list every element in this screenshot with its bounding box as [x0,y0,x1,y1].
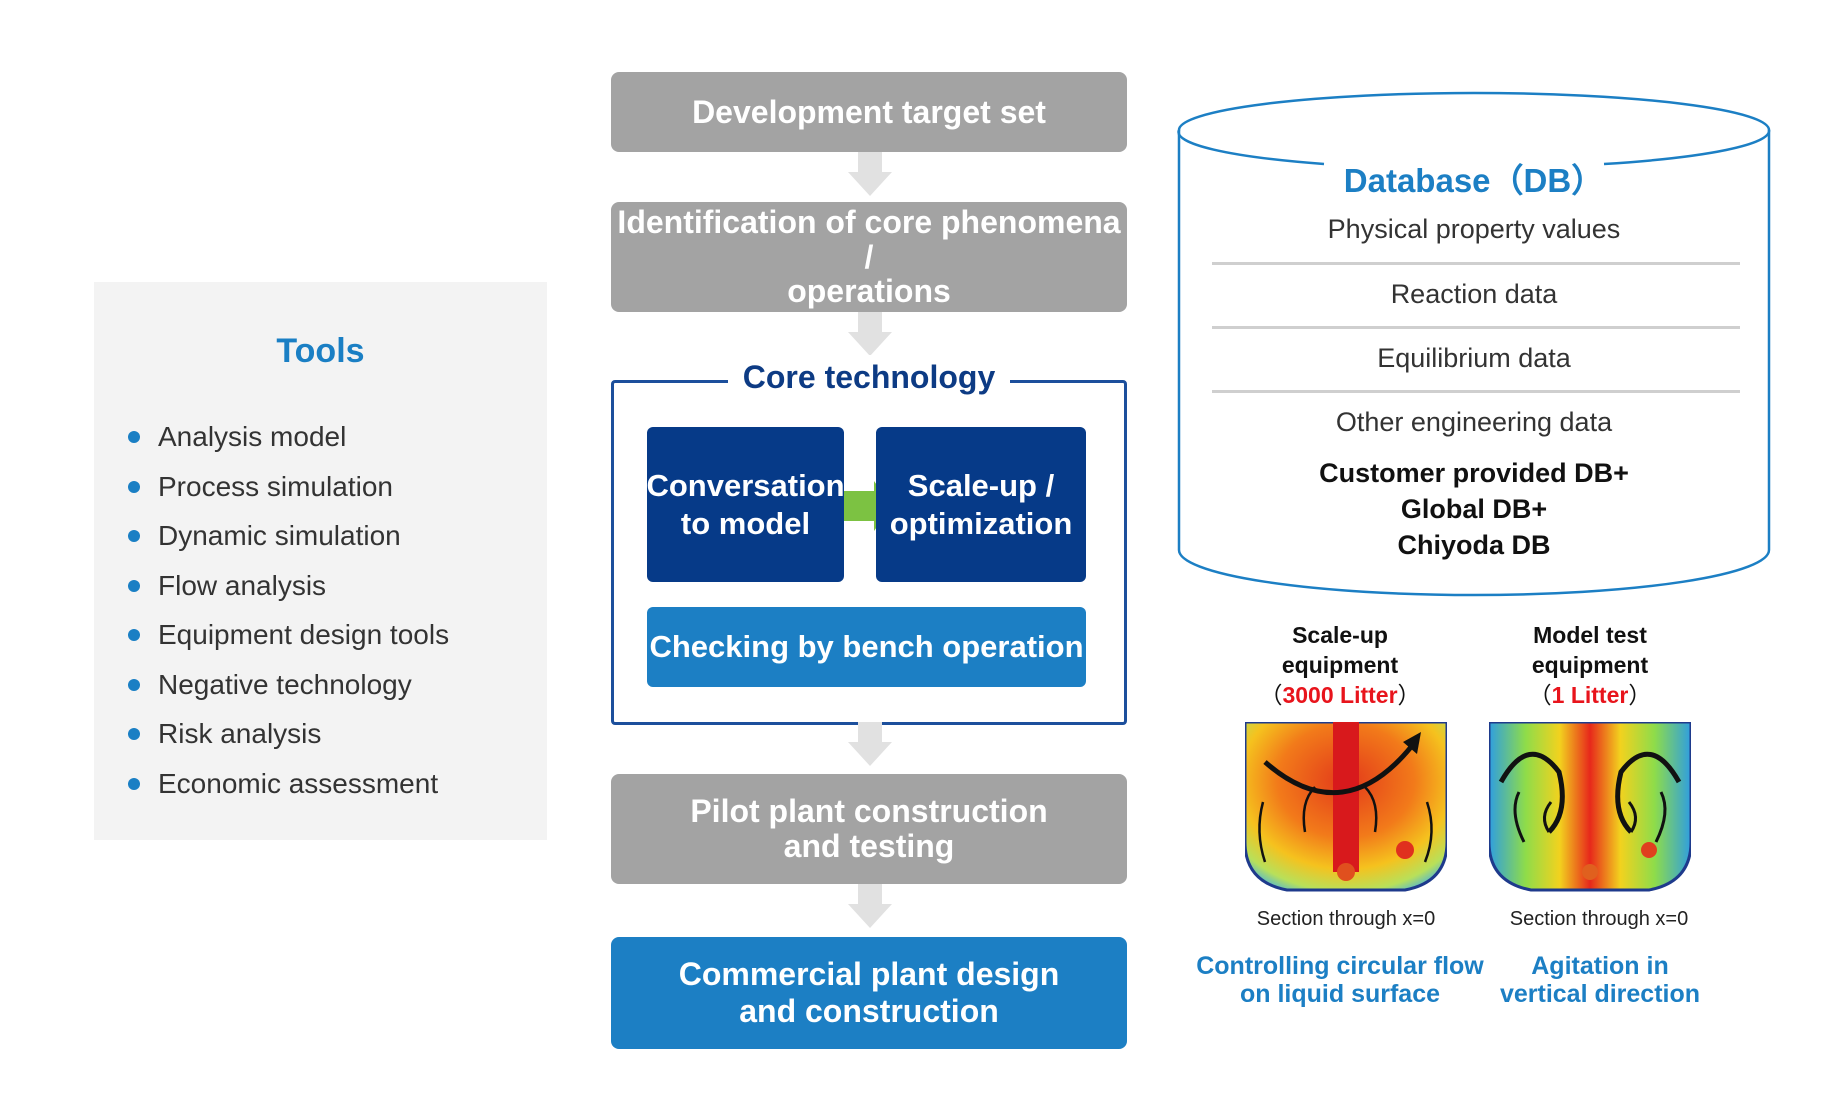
db-row: Equilibrium data [1377,343,1571,373]
scaleup-section-caption: Section through x=0 [1256,908,1436,930]
down-arrow-icon [848,884,892,928]
bullet-icon [128,728,140,740]
bullet-icon [128,431,140,443]
box-label: to model [680,505,811,541]
down-arrow-icon [848,152,892,196]
bullet-icon [128,678,140,691]
db-row: Other engineering data [1335,407,1613,437]
flow-step-label: Identification of core phenomena / [617,204,1121,275]
tools-item: Economic assessment [128,759,449,809]
box-label: Checking by bench operation [649,629,1084,665]
db-divider [1212,390,1740,393]
bullet-icon [128,480,140,493]
flow-step-development-target: Development target set [611,72,1127,152]
bench-operation-box: Checking by bench operation [647,607,1086,687]
down-arrow-icon [848,722,892,766]
bullet-icon [128,777,140,790]
box-label: optimization [889,505,1073,541]
model-flow-simulation-image [1489,722,1691,892]
database-cylinder [1177,91,1771,597]
tools-title: Tools [276,332,365,370]
database-title: Database（DB） [1343,162,1605,199]
flow-step-label: Commercial plant design [678,956,1060,993]
tools-list: Analysis model Process simulation Dynami… [128,412,449,809]
tools-item: Process simulation [128,462,449,512]
flow-step-commercial-plant: Commercial plant design and construction [611,937,1127,1049]
model-label: Model test equipment （1 Litter） [1528,622,1652,708]
tools-item: Negative technology [128,660,449,710]
box-label: Scale-up / [907,468,1055,504]
flow-step-label: operations [787,273,951,310]
model-section-caption: Section through x=0 [1509,908,1689,930]
db-divider [1212,326,1740,329]
scale-up-optimization-box: Scale-up / optimization [876,427,1086,582]
flow-step-label: and construction [739,993,999,1029]
scaleup-caption: Controlling circular flow on liquid surf… [1196,952,1484,1008]
bullet-icon [128,579,140,592]
tools-item: Risk analysis [128,709,449,759]
db-row: Physical property values [1327,214,1621,244]
tools-item: Flow analysis [128,561,449,611]
tools-item: Equipment design tools [128,610,449,660]
bullet-icon [128,629,140,641]
db-bold-line: Global DB+ [1400,494,1548,524]
down-arrow-icon [848,312,892,356]
flow-step-label: and testing [783,828,955,864]
tools-item: Analysis model [128,412,449,462]
box-label: Conversation [646,468,845,504]
db-bold-line: Chiyoda DB [1397,530,1551,560]
flow-step-label: Pilot plant construction [690,793,1048,830]
db-divider [1212,262,1740,265]
bullet-icon [128,530,140,542]
flow-step-label: Development target set [692,93,1046,130]
flow-step-identification: Identification of core phenomena / opera… [611,202,1127,312]
core-technology-title: Core technology [728,355,1010,399]
db-bold-line: Customer provided DB+ [1319,458,1629,488]
scaleup-flow-simulation-image [1245,722,1447,892]
tools-panel: Tools Analysis model Process simulation … [94,282,547,840]
model-caption: Agitation in vertical direction [1499,952,1701,1008]
flow-step-pilot-plant: Pilot plant construction and testing [611,774,1127,884]
scaleup-label: Scale-up equipment （3000 Litter） [1259,622,1421,708]
db-row: Reaction data [1390,279,1558,309]
conversation-to-model-box: Conversation to model [646,427,845,582]
tools-item: Dynamic simulation [128,511,449,561]
